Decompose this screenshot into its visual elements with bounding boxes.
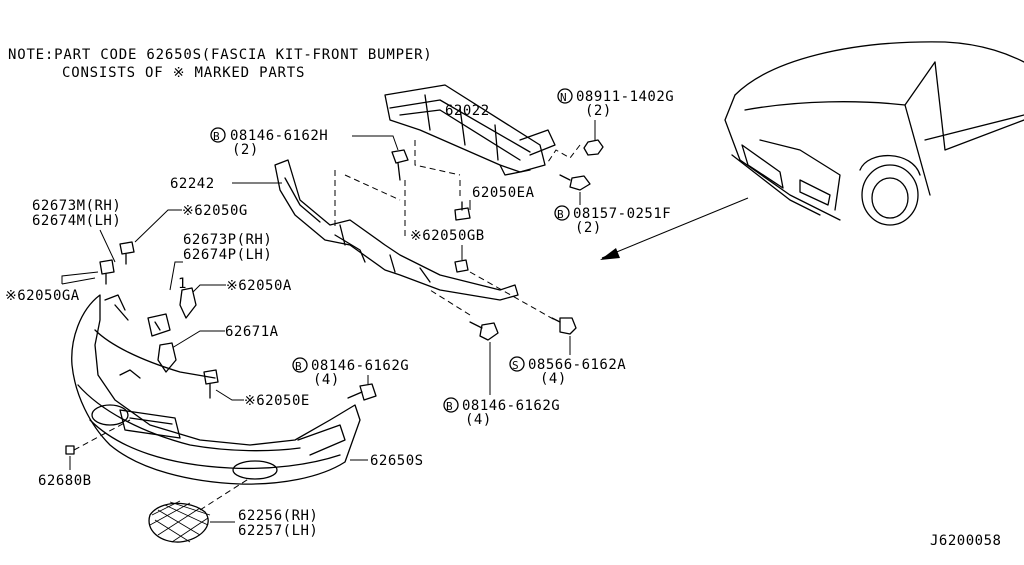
label-62022: 62022 — [445, 103, 490, 119]
qty-08146-6162h: (2) — [232, 142, 259, 158]
label-62680b: 62680B — [38, 473, 92, 489]
note-line-2: CONSISTS OF ※ MARKED PARTS — [62, 65, 305, 81]
bolt-08157 — [559, 174, 591, 191]
direction-arrow — [601, 197, 749, 259]
nut-08911 — [583, 139, 604, 156]
clip-62050ea — [454, 201, 471, 221]
screw-08566 — [551, 317, 577, 335]
label-62673m: 62673M(RH) — [32, 198, 121, 214]
label-62050ga: ※62050GA — [5, 288, 80, 304]
car-illustration — [724, 41, 1024, 226]
label-08146-6162g-left: 08146-6162G — [311, 358, 409, 374]
clip-62050g — [119, 241, 135, 265]
label-62673p: 62673P(RH) — [183, 232, 272, 248]
qty-08157-0251f: (2) — [575, 220, 602, 236]
label-62671a: 62671A — [225, 324, 279, 340]
label-62050e: ※62050E — [244, 393, 310, 409]
label-08157-0251f: 08157-0251F — [573, 206, 671, 222]
bolt-symbol-2: B — [557, 208, 564, 221]
nut-symbol: N — [560, 91, 567, 104]
bolt-symbol-3: B — [446, 400, 453, 413]
label-08146-6162g-right: 08146-6162G — [462, 398, 560, 414]
bolt-08146g-right — [469, 321, 499, 341]
clip-62671a — [157, 342, 177, 373]
clip-62680b — [65, 445, 75, 455]
label-08146-6162h: 08146-6162H — [230, 128, 328, 144]
clip-62050a — [179, 287, 197, 319]
qty-08911-1402g: (2) — [585, 103, 612, 119]
ref-number-1: 1 — [178, 276, 187, 292]
label-62650s: 62650S — [370, 453, 424, 469]
qty-08146-6162g-left: (4) — [313, 372, 340, 388]
bracket-62673p — [147, 313, 171, 337]
label-62242: 62242 — [170, 176, 215, 192]
direction-arrowhead — [600, 248, 620, 260]
label-08911-1402g: 08911-1402G — [576, 89, 674, 105]
figure-code: J6200058 — [930, 533, 1001, 549]
part-62256-grille — [148, 500, 211, 543]
screw-symbol: S — [512, 359, 519, 372]
clip-62050e — [203, 369, 219, 399]
bolt-symbol-4: B — [295, 360, 302, 373]
bolt-08146g-left — [347, 383, 377, 401]
label-62050g: ※62050G — [182, 203, 248, 219]
bolt-08146h — [391, 149, 409, 181]
part-62022-reinforcement — [384, 84, 556, 176]
clip-62050ga — [99, 259, 115, 285]
label-62256: 62256(RH) — [238, 508, 318, 524]
label-08566-6162a: 08566-6162A — [528, 357, 626, 373]
qty-08566-6162a: (4) — [540, 371, 567, 387]
label-62050a: ※62050A — [226, 278, 292, 294]
clip-62050gb — [454, 259, 469, 273]
nut-symbol-circle — [557, 88, 573, 104]
part-62242-bracket — [274, 159, 519, 301]
label-62050gb: ※62050GB — [410, 228, 485, 244]
part-62650s-bumper-fascia — [71, 294, 361, 485]
note-line-1: NOTE:PART CODE 62650S(FASCIA KIT-FRONT B… — [8, 47, 433, 63]
label-62257: 62257(LH) — [238, 523, 318, 539]
label-62674m: 62674M(LH) — [32, 213, 121, 229]
label-62674p: 62674P(LH) — [183, 247, 272, 263]
label-62050ea: 62050EA — [472, 185, 535, 201]
qty-08146-6162g-right: (4) — [465, 412, 492, 428]
bolt-symbol-1: B — [213, 130, 220, 143]
